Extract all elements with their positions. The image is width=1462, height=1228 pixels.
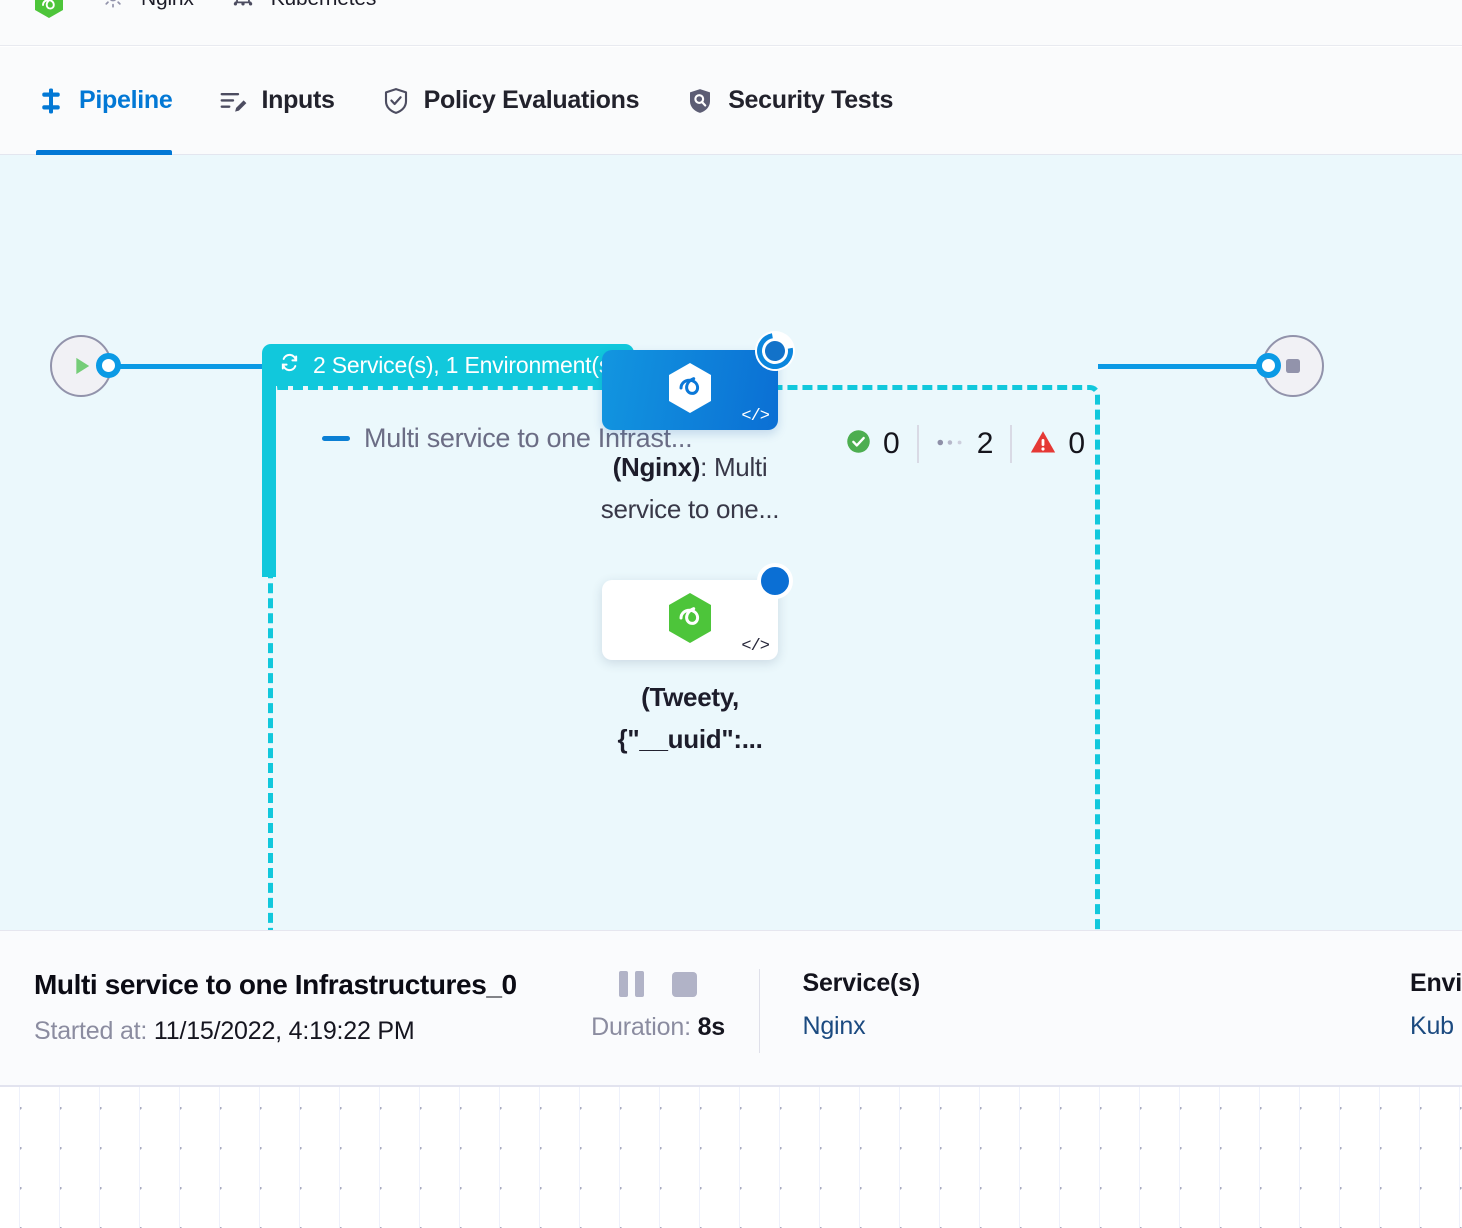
counter-divider (916, 425, 919, 463)
warning-triangle-icon (1029, 428, 1057, 461)
services-column: Service(s) Nginx (760, 969, 920, 1041)
counter-running-value: 2 (976, 427, 994, 460)
inputs-icon (218, 86, 248, 116)
kubernetes-icon (230, 0, 260, 14)
node-tweety[interactable]: </> (Tweety, {"__uuid":... (575, 563, 805, 760)
end-connector-dot[interactable] (1256, 353, 1281, 378)
started-label: Started at: (34, 1017, 148, 1045)
start-connector-dot[interactable] (96, 353, 121, 378)
panel-divider (758, 969, 761, 1053)
stop-icon (1286, 359, 1300, 373)
node-nginx-label-rest: : Multi service to one... (600, 452, 780, 524)
execution-started: Started at: 11/15/2022, 4:19:22 PM (34, 1017, 558, 1046)
counter-failed: 0 (1012, 427, 1102, 461)
stage-group-header[interactable]: 2 Service(s), 1 Environment(s) (262, 344, 634, 386)
check-circle-icon (845, 428, 872, 460)
stage-group-header-label: 2 Service(s), 1 Environment(s) (313, 351, 618, 378)
play-icon (76, 357, 90, 375)
breadcrumb-strip: Nginx Kubernetes (0, 0, 1462, 46)
stage-status-counters: 0 2 (845, 425, 1102, 463)
execution-duration: Duration: 8s (558, 1013, 759, 1042)
execution-controls (558, 971, 759, 997)
node-tweety-label: (Tweety, {"__uuid":... (575, 676, 805, 760)
canvas-dot-grid (0, 1085, 1462, 1228)
execution-title: Multi service to one Infrastructures_0 (34, 969, 517, 1000)
started-value: 11/15/2022, 4:19:22 PM (153, 1017, 415, 1045)
node-tweety-label-rest: {"__uuid":... (617, 724, 763, 754)
gear-icon (100, 0, 130, 14)
minus-collapse-icon[interactable] (322, 436, 350, 441)
counter-running: 2 (919, 427, 1011, 461)
pipeline-icon (36, 86, 66, 116)
breadcrumb-item-nginx[interactable]: Nginx (100, 0, 194, 14)
services-value[interactable]: Nginx (802, 1012, 866, 1040)
execution-summary: Multi service to one Infrastructures_0 S… (34, 969, 558, 1046)
node-nginx-card[interactable]: </> (602, 325, 801, 430)
code-brackets-icon: </> (741, 407, 770, 426)
counter-success-value: 0 (883, 427, 900, 460)
dots-icon (936, 435, 966, 453)
stop-button[interactable] (672, 971, 698, 997)
breadcrumb-label-nginx: Nginx (141, 0, 194, 11)
running-spinner-badge (749, 325, 801, 377)
services-header: Service(s) (802, 969, 920, 997)
execution-info-panel: Multi service to one Infrastructures_0 S… (0, 930, 1462, 1085)
breadcrumb-item-kubernetes[interactable]: Kubernetes (230, 0, 376, 14)
stage-group-spine (262, 380, 276, 577)
harness-hexagon-white-icon (667, 362, 713, 419)
tab-label-policy-evaluations: Policy Evaluations (423, 86, 640, 114)
counter-divider (1010, 425, 1013, 463)
counter-success: 0 (845, 427, 917, 461)
environments-header: Envi (1410, 969, 1462, 997)
tab-bar: Pipeline Inputs Policy Evaluations (0, 47, 1462, 155)
loop-repeat-icon (277, 350, 302, 381)
code-brackets-icon: </> (741, 637, 770, 656)
node-tweety-label-bold: (Tweety, (641, 682, 739, 712)
node-tweety-card[interactable]: </> (602, 563, 793, 660)
pipeline-canvas[interactable]: 2 Service(s), 1 Environment(s) Multi ser… (0, 155, 1462, 930)
node-nginx-label-bold: (Nginx) (612, 452, 701, 482)
shield-scan-icon (685, 86, 715, 116)
harness-hexagon-logo (34, 0, 64, 18)
wire-group-to-end (1098, 364, 1278, 369)
wire-start-to-group (108, 364, 278, 369)
breadcrumb-label-kubernetes: Kubernetes (271, 0, 377, 11)
pause-button[interactable] (619, 971, 645, 997)
tab-pipeline[interactable]: Pipeline (36, 47, 173, 155)
tab-security-tests[interactable]: Security Tests (685, 47, 893, 155)
shield-check-icon (381, 86, 411, 116)
harness-hexagon-green-icon (667, 592, 713, 649)
breadcrumb-item-logo (34, 0, 64, 18)
tab-inputs[interactable]: Inputs (218, 47, 335, 155)
tab-label-security-tests: Security Tests (728, 86, 894, 114)
running-dot-badge (757, 563, 793, 599)
environments-value[interactable]: Kub (1410, 1012, 1454, 1040)
duration-value: 8s (697, 1013, 726, 1041)
tab-label-pipeline: Pipeline (79, 86, 173, 114)
tab-label-inputs: Inputs (261, 86, 335, 114)
duration-label: Duration: (591, 1013, 691, 1041)
counter-failed-value: 0 (1068, 427, 1086, 460)
node-nginx[interactable]: </> (Nginx): Multi service to one... (575, 325, 805, 530)
tab-policy-evaluations[interactable]: Policy Evaluations (381, 47, 640, 155)
environments-column: Envi Kub (920, 969, 1462, 1041)
execution-controls-and-duration: Duration: 8s (558, 969, 759, 1042)
node-nginx-label: (Nginx): Multi service to one... (575, 446, 805, 530)
